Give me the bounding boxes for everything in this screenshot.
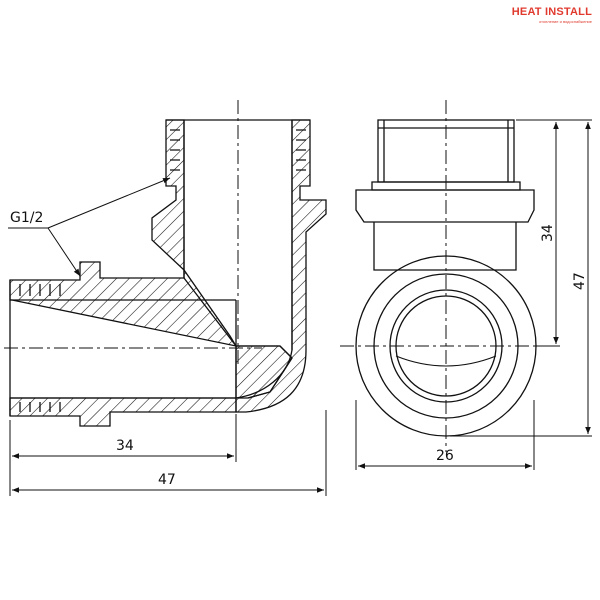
side-dimension-lines: [9, 410, 327, 496]
front-view-centerlines: [340, 100, 560, 452]
side-view-centerlines: [4, 100, 262, 368]
brand-logo-subtitle: отопление и водоснабжение: [538, 19, 592, 24]
wall-vertical-left: [151, 119, 185, 272]
side-dim-34: 34: [116, 438, 134, 454]
side-dim-47: 47: [158, 472, 176, 488]
brand-logo-title: HEAT INSTALL: [511, 6, 592, 18]
front-dimension-lines: [355, 119, 592, 470]
thread-label: G1/2: [10, 210, 43, 226]
brand-logo: HEAT INSTALL отопление и водоснабжение: [512, 6, 592, 24]
wall-horizontal-top: [9, 261, 238, 347]
front-dim-26: 26: [436, 448, 454, 464]
thread-leader: [8, 177, 171, 277]
front-dim-47: 47: [572, 272, 588, 290]
wall-horizontal-bottom: [9, 397, 237, 427]
front-dim-34: 34: [540, 224, 556, 242]
side-section-view: [9, 119, 327, 427]
